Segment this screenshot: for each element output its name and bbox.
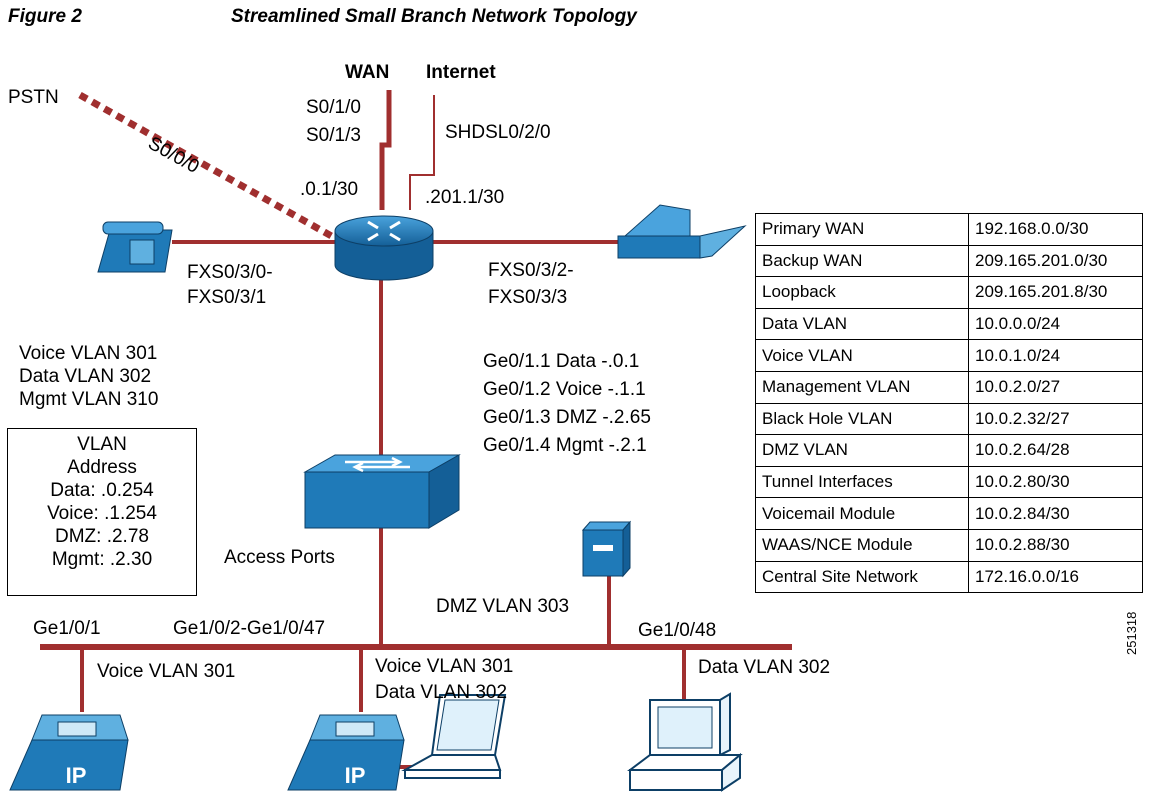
vlan-box-title: VLAN <box>77 434 127 455</box>
fxs-right-label-1: FXS0/3/2- <box>488 260 574 281</box>
figure-title: Streamlined Small Branch Network Topolog… <box>231 6 637 27</box>
vlan-box-entry: DMZ: .2.78 <box>55 526 149 547</box>
access-ports-label: Access Ports <box>224 547 335 568</box>
port-left-label: Ge1/0/1 <box>33 618 101 639</box>
subinterface-label: Ge0/1.2 Voice -.1.1 <box>483 379 646 400</box>
table-cell: 192.168.0.0/30 <box>968 213 1143 246</box>
table-cell: 10.0.2.0/27 <box>968 370 1143 404</box>
port-right-label: Ge1/0/48 <box>638 620 717 641</box>
subinterface-label: Ge0/1.4 Mgmt -.2.1 <box>483 435 647 456</box>
vlan-box-entry: Data: .0.254 <box>50 480 154 501</box>
middle-endpoint-vlan: Voice VLAN 301 <box>375 656 514 677</box>
internet-link <box>409 95 435 210</box>
vlan-box-entry: Mgmt: .2.30 <box>51 549 153 570</box>
switch-icon <box>303 454 461 529</box>
internet-label: Internet <box>426 62 496 83</box>
network-links <box>40 90 792 769</box>
analog-phone-icon <box>97 221 173 273</box>
wan-label: WAN <box>345 62 390 83</box>
fax-icon <box>617 204 747 259</box>
table-cell: DMZ VLAN <box>755 434 969 467</box>
middle-endpoint-vlan: Data VLAN 302 <box>375 682 508 703</box>
table-cell: Central Site Network <box>755 560 969 594</box>
router-icon <box>334 215 434 281</box>
vlan-list-item: Voice VLAN 301 <box>19 343 158 364</box>
server-icon <box>581 520 632 578</box>
wan-address-label: .0.1/30 <box>300 179 359 200</box>
fxs-left-label-1: FXS0/3/0- <box>187 262 273 283</box>
table-cell: Voicemail Module <box>755 497 969 530</box>
subinterface-label: Ge0/1.1 Data -.0.1 <box>483 351 640 372</box>
table-cell: Data VLAN <box>755 307 969 341</box>
subinterface-label: Ge0/1.3 DMZ -.2.65 <box>483 407 651 428</box>
ip-badge: IP <box>66 763 87 788</box>
dmz-vlan-label: DMZ VLAN 303 <box>436 596 570 617</box>
internet-interface-label: SHDSL0/2/0 <box>445 122 551 143</box>
table-cell: 10.0.0.0/24 <box>968 307 1143 341</box>
ip-badge: IP <box>345 763 366 788</box>
left-endpoint-vlan: Voice VLAN 301 <box>97 661 236 682</box>
vlan-box-entry: Voice: .1.254 <box>47 503 157 524</box>
vlan-box-title: Address <box>67 457 137 478</box>
table-cell: 10.0.2.32/27 <box>968 402 1143 436</box>
wan-interface-label-2: S0/1/3 <box>306 125 361 146</box>
table-cell: Loopback <box>755 276 969 309</box>
wan-link <box>379 90 392 210</box>
ip-phone-icon: IP <box>287 714 405 791</box>
fxs-right-label-2: FXS0/3/3 <box>488 287 568 308</box>
table-cell: 209.165.201.8/30 <box>968 276 1143 309</box>
internet-address-label: .201.1/30 <box>425 187 505 208</box>
table-cell: Management VLAN <box>755 370 969 404</box>
laptop-icon <box>401 694 507 779</box>
vlan-list-item: Data VLAN 302 <box>19 366 152 387</box>
wan-interface-label-1: S0/1/0 <box>306 97 361 118</box>
figure-number: Figure 2 <box>8 6 82 27</box>
figure-code: 251318 <box>1124 611 1139 655</box>
table-cell: 10.0.1.0/24 <box>968 339 1143 372</box>
table-cell: WAAS/NCE Module <box>755 528 969 562</box>
ip-phone-icon: IP <box>9 714 129 791</box>
pstn-label: PSTN <box>8 87 59 108</box>
table-cell: Tunnel Interfaces <box>755 465 969 499</box>
table-cell: Backup WAN <box>755 244 969 278</box>
vlan-list-item: Mgmt VLAN 310 <box>19 389 159 410</box>
fxs-left-label-2: FXS0/3/1 <box>187 287 267 308</box>
table-cell: 10.0.2.64/28 <box>968 434 1143 467</box>
table-cell: Voice VLAN <box>755 339 969 372</box>
right-endpoint-vlan: Data VLAN 302 <box>698 657 831 678</box>
table-cell: 209.165.201.0/30 <box>968 244 1143 278</box>
table-cell: 172.16.0.0/16 <box>968 560 1143 594</box>
port-middle-label: Ge1/0/2-Ge1/0/47 <box>173 618 326 639</box>
desktop-pc-icon <box>627 692 743 792</box>
table-cell: 10.0.2.80/30 <box>968 465 1143 499</box>
table-cell: Primary WAN <box>755 213 969 246</box>
table-cell: 10.0.2.88/30 <box>968 528 1143 562</box>
pstn-link <box>78 91 337 242</box>
table-cell: 10.0.2.84/30 <box>968 497 1143 530</box>
table-cell: Black Hole VLAN <box>755 402 969 436</box>
vlan-address-box: VLAN Address Data: .0.254 Voice: .1.254 … <box>7 428 197 596</box>
